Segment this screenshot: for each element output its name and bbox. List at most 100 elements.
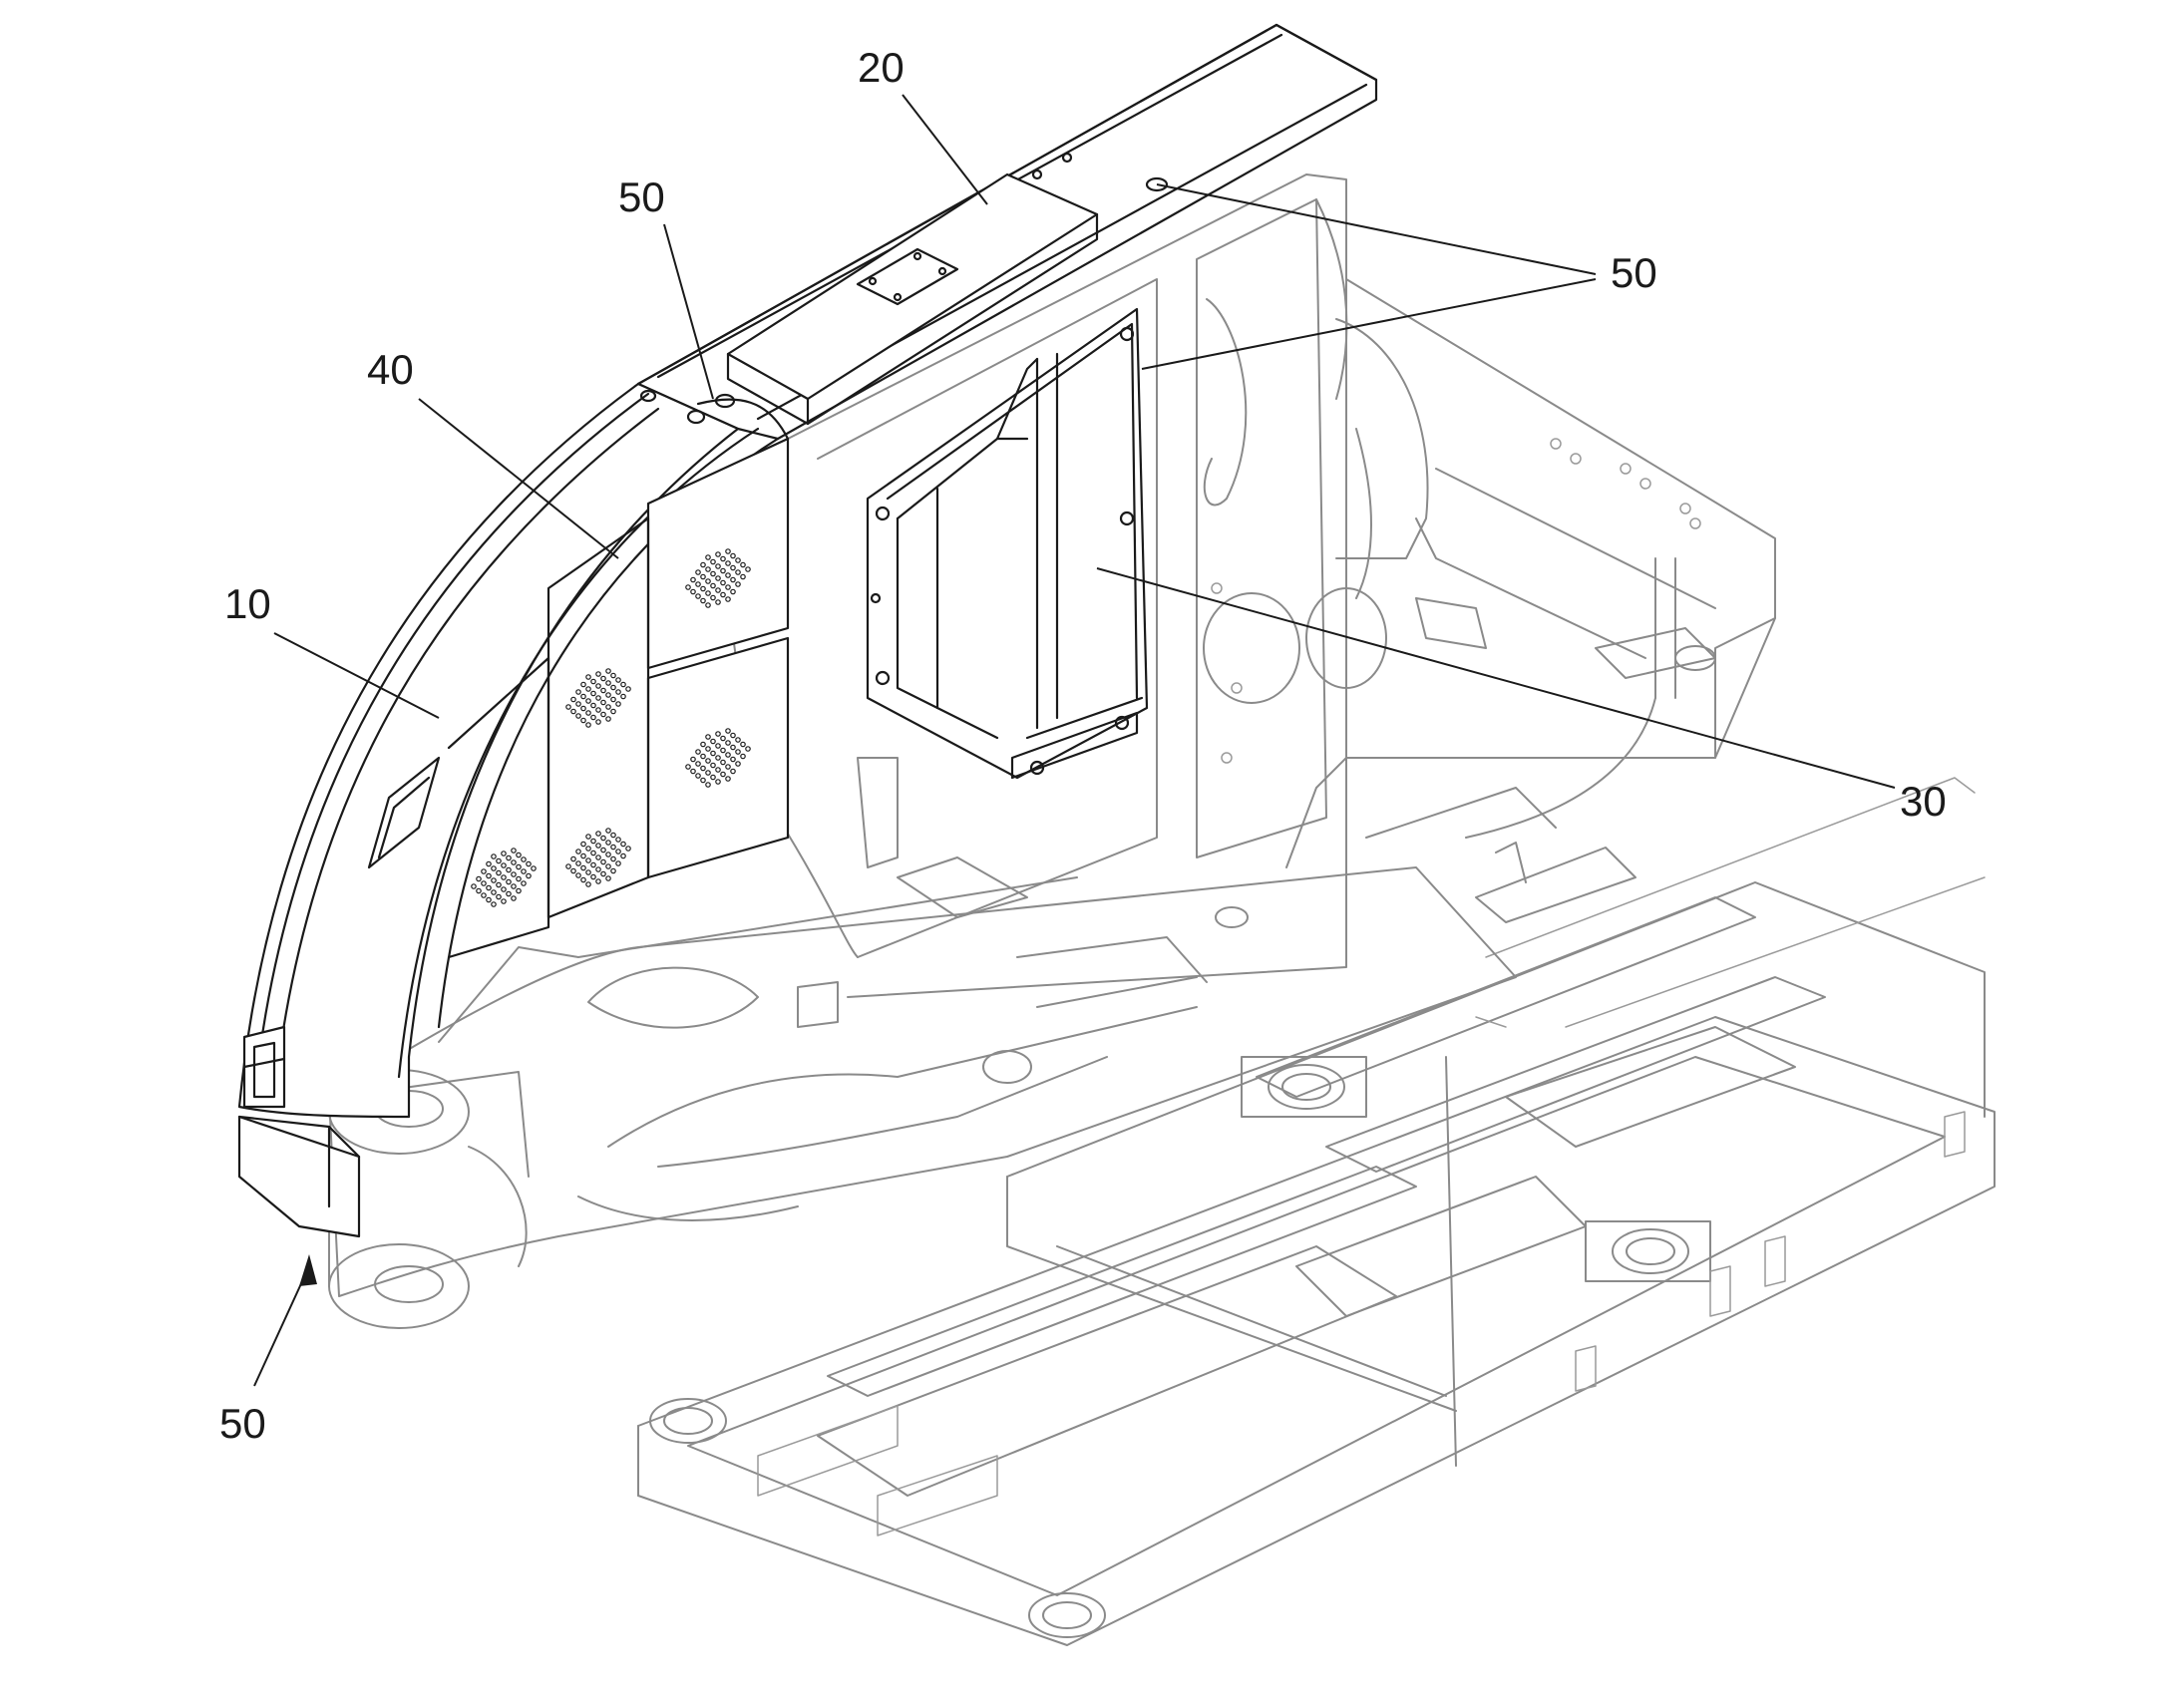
ref-label-10: 10 (224, 580, 271, 627)
perforation-hole (745, 746, 751, 752)
perforation-hole (595, 878, 601, 884)
perforation-hole (516, 887, 522, 894)
perforation-hole (720, 591, 726, 598)
perforation-hole (625, 846, 631, 852)
perforation-hole (705, 746, 711, 752)
perforation-hole (725, 596, 731, 602)
perforation-hole (516, 863, 522, 870)
perforation-hole (590, 838, 596, 845)
cab-wall (727, 173, 1776, 998)
perforation-hole (695, 761, 701, 767)
perforation-hole (715, 599, 721, 605)
perforation-hole (695, 749, 701, 755)
perforation-hole (580, 853, 586, 859)
perforation-hole (600, 835, 606, 842)
perforation-hole (610, 832, 616, 839)
perforation-hole (740, 753, 746, 760)
perforation-hole (720, 771, 726, 778)
perforation-hole (705, 590, 711, 596)
perforation-hole (710, 582, 716, 589)
perforation-hole (590, 850, 596, 856)
perforation-hole (595, 707, 601, 713)
perforation-hole (526, 872, 532, 879)
perforation-hole (600, 847, 606, 854)
perforation-hole (610, 696, 616, 703)
perforation-hole (585, 881, 591, 887)
perforation-hole (605, 863, 611, 869)
perforation-hole (730, 552, 736, 559)
perforation-hole (585, 722, 591, 728)
perforation-hole (476, 875, 482, 882)
perforation-hole (700, 561, 706, 568)
perforation-hole (491, 901, 497, 907)
perforation-hole (725, 752, 731, 758)
perforation-hole (700, 573, 706, 580)
perforation-hole (605, 692, 611, 698)
perforation-hole (700, 597, 706, 604)
perforation-hole (565, 704, 571, 710)
perforation-hole (720, 579, 726, 586)
perforation-hole (580, 864, 586, 871)
perforation-hole (620, 853, 626, 859)
perforation-hole (695, 593, 701, 599)
perforation-hole (715, 731, 721, 737)
perforation-hole (625, 686, 631, 692)
window-panel (866, 307, 1149, 780)
perforation-hole (575, 860, 581, 866)
perforation-hole (735, 581, 741, 587)
perforation-hole (585, 686, 591, 692)
perforation-hole (705, 782, 711, 788)
ref-label-40: 40 (367, 346, 414, 393)
ref-label-50-bottom: 50 (219, 1400, 266, 1447)
perforation-hole (705, 554, 711, 560)
perforation-hole (605, 680, 611, 686)
perforation-hole (610, 844, 616, 851)
perforation-hole (725, 560, 731, 566)
perforation-hole (580, 717, 586, 724)
perforation-hole (511, 895, 517, 901)
perforation-hole (690, 756, 696, 763)
perforation-hole (511, 883, 517, 889)
perforation-hole (730, 756, 736, 763)
perforation-hole (501, 851, 507, 856)
perforation-hole (735, 749, 741, 755)
perforation-hole (570, 708, 576, 715)
perforation-hole (590, 873, 596, 880)
ref-label-20: 20 (858, 44, 905, 91)
perforation-hole (481, 868, 487, 874)
perforation-hole (590, 690, 596, 697)
perforation-hole (725, 548, 731, 554)
roof-beam (636, 23, 1378, 441)
perforation-hole (486, 884, 492, 891)
perforation-hole (725, 740, 731, 746)
perforation-hole (715, 743, 721, 749)
perforation-hole (710, 558, 716, 565)
perforation-hole (600, 699, 606, 706)
perforation-hole (695, 581, 701, 587)
perforation-hole (521, 868, 527, 874)
perforation-hole (610, 867, 616, 874)
perforation-hole (710, 762, 716, 769)
perforation-hole (511, 871, 517, 877)
perforation-hole (700, 585, 706, 592)
perforation-hole (700, 777, 706, 784)
perforation-hole (570, 696, 576, 703)
perforation-hole (705, 578, 711, 584)
perforation-hole (720, 567, 726, 574)
perforation-hole (575, 849, 581, 854)
perforation-hole (725, 764, 731, 770)
perforation-hole (605, 716, 611, 722)
perforation-hole (526, 860, 532, 867)
perforation-hole (570, 867, 576, 874)
perforation-hole (481, 892, 487, 898)
perforation-hole (715, 575, 721, 581)
perforation-hole (720, 555, 726, 562)
perforation-hole (615, 701, 621, 707)
perforation-hole (605, 852, 611, 857)
perforation-hole (585, 698, 591, 704)
perforation-hole (710, 594, 716, 601)
perforation-hole (486, 860, 492, 867)
perforation-hole (491, 877, 497, 883)
ref-label-50-right: 50 (1611, 249, 1657, 296)
